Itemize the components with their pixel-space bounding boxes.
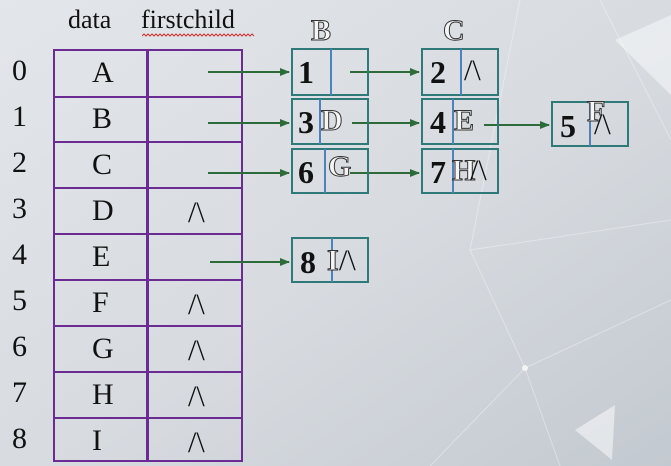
node-label: G [327, 150, 352, 183]
node-value: 4 [430, 104, 446, 140]
table-cell-data: F [92, 286, 109, 319]
node-label: H [451, 154, 476, 187]
table-cell-data: E [92, 240, 111, 273]
table-cell-data: G [92, 332, 114, 365]
node-label: E [453, 104, 475, 137]
header-firstchild: firstchild [141, 5, 235, 34]
row-index: 2 [12, 146, 27, 179]
null-marker: /\ [188, 380, 205, 413]
null-marker: /\ [188, 426, 205, 459]
node-divider [330, 49, 332, 95]
null-marker: /\ [464, 54, 481, 87]
node-divider [460, 49, 462, 95]
node-label: I [327, 244, 340, 277]
row-index: 0 [12, 54, 27, 87]
node-divider [319, 99, 321, 144]
null-marker: /\ [470, 154, 487, 187]
table-row-divider [53, 279, 243, 281]
list-node [291, 148, 369, 194]
node-value: 7 [430, 154, 446, 190]
row-index: 6 [12, 330, 27, 363]
null-marker: /\ [188, 288, 205, 321]
table-row-divider [53, 141, 243, 143]
table-cell-data: H [92, 378, 114, 411]
table-row-divider [53, 417, 243, 419]
node-value: 8 [300, 244, 316, 280]
node-value: 2 [430, 54, 446, 90]
node-label: D [321, 104, 344, 137]
row-index: 1 [12, 100, 27, 133]
list-node [291, 237, 369, 283]
table-row-divider [53, 371, 243, 373]
node-column-label: C [443, 14, 466, 47]
table-row-divider [53, 187, 243, 189]
list-node [421, 98, 499, 145]
node-value: 3 [298, 104, 314, 140]
table-row-divider [53, 233, 243, 235]
list-node [291, 98, 369, 145]
null-marker: /\ [339, 244, 356, 277]
table-cell-data: I [92, 424, 102, 457]
spellcheck-underline [142, 33, 255, 37]
node-column-label: B [310, 14, 332, 47]
node-divider [452, 99, 454, 144]
row-index: 3 [12, 192, 27, 225]
node-divider [324, 149, 326, 193]
node-value: 6 [298, 154, 314, 190]
node-divider [331, 238, 333, 282]
table-cell-data: D [92, 194, 114, 227]
table-row-divider [53, 96, 243, 98]
row-index: 8 [12, 422, 27, 455]
list-node [421, 148, 499, 194]
null-marker: /\ [188, 196, 205, 229]
row-index: 7 [12, 376, 27, 409]
node-label: F [586, 95, 606, 128]
null-marker: /\ [594, 108, 611, 141]
node-value: 1 [298, 54, 314, 90]
node-value: 5 [560, 108, 576, 144]
node-divider [452, 149, 454, 193]
null-marker: /\ [188, 334, 205, 367]
table-cell-data: A [92, 56, 114, 89]
row-index: 5 [12, 284, 27, 317]
table-cell-data: B [92, 102, 113, 135]
table-row-divider [53, 325, 243, 327]
table-column-divider [146, 49, 149, 462]
row-index: 4 [12, 238, 27, 271]
table-cell-data: C [92, 148, 113, 181]
header-data: data [68, 5, 112, 34]
node-divider [589, 102, 591, 146]
